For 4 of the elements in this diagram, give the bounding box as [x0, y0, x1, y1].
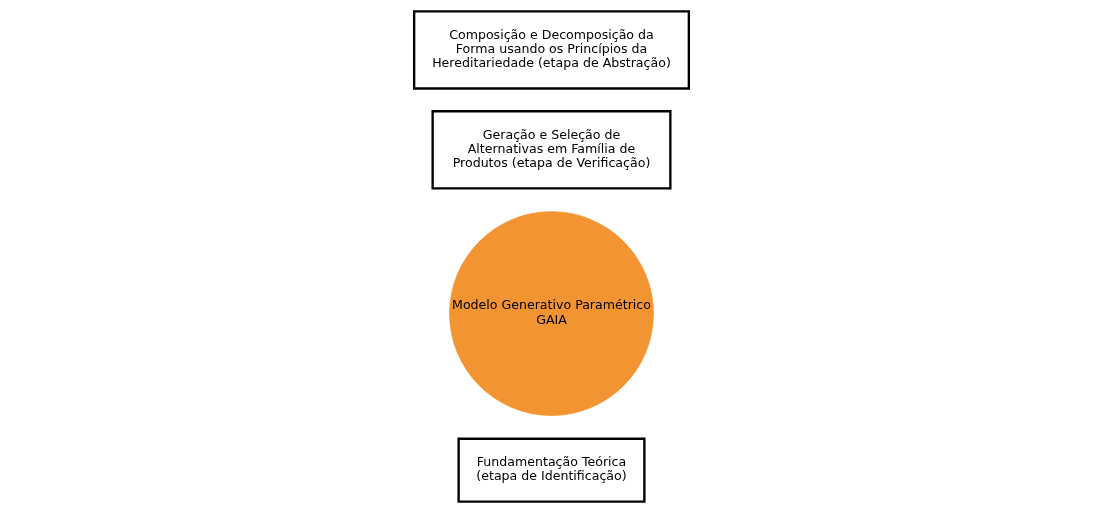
node-box: Composição e Decomposição da Forma usando os Princípios da Hereditariedade (etapa de Abstração) [412, 10, 690, 90]
node-box: Geração e Seleção de Alternativas em Família de Produtos (etapa de Verificação) [430, 110, 672, 190]
node-box: Fundamentação Teórica (etapa de Identificação) [456, 437, 646, 503]
node-circle: Modelo Generativo Paramétrico GAIA [448, 211, 654, 416]
